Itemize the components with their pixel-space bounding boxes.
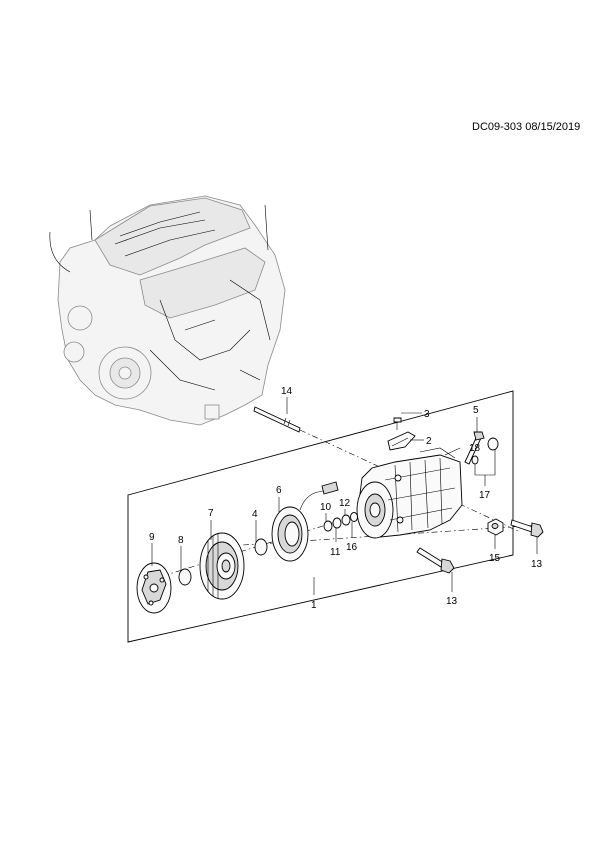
part-3-screw bbox=[393, 417, 402, 430]
callout-16: 16 bbox=[346, 542, 358, 553]
part-4-snap-ring bbox=[254, 538, 268, 556]
callout-4: 4 bbox=[252, 509, 258, 520]
part-18-o-rings bbox=[471, 437, 499, 465]
part-14-stud bbox=[253, 406, 301, 433]
callout-12: 12 bbox=[339, 498, 351, 509]
callout-15: 15 bbox=[489, 553, 501, 564]
leader-lines bbox=[151, 397, 538, 595]
callout-13b: 13 bbox=[446, 596, 458, 607]
callout-18: 18 bbox=[469, 443, 481, 454]
callout-7: 7 bbox=[208, 508, 214, 519]
parts-frame bbox=[127, 390, 514, 643]
part-13-bolt-right bbox=[510, 519, 544, 538]
part-13-bolt-lower bbox=[416, 547, 455, 574]
part-2-bracket bbox=[387, 431, 416, 451]
part-6-field-coil bbox=[271, 481, 339, 562]
callout-3: 3 bbox=[424, 409, 430, 420]
parts-10-11-12-16-seals bbox=[323, 512, 358, 532]
compressor-body bbox=[356, 447, 463, 539]
part-7-pulley bbox=[199, 532, 245, 600]
engine-assembly-illustration bbox=[49, 195, 286, 426]
callout-8: 8 bbox=[178, 535, 184, 546]
callout-2: 2 bbox=[426, 436, 432, 447]
part-9-clutch-plate bbox=[136, 562, 172, 614]
part-8-retaining-ring bbox=[178, 568, 192, 586]
callout-14: 14 bbox=[281, 386, 293, 397]
part-5-bolt bbox=[464, 431, 485, 465]
callout-13a: 13 bbox=[531, 559, 543, 570]
part-15-nut bbox=[487, 518, 504, 536]
callout-5: 5 bbox=[473, 405, 479, 416]
callout-6: 6 bbox=[276, 485, 282, 496]
diagram-reference-code: DC09-303 08/15/2019 bbox=[472, 121, 581, 133]
callout-11: 11 bbox=[330, 547, 341, 558]
callout-10: 10 bbox=[320, 502, 332, 513]
callout-17: 17 bbox=[479, 490, 491, 501]
callout-9: 9 bbox=[149, 532, 155, 543]
callout-1: 1 bbox=[311, 600, 317, 611]
callout-labels: 1 2 3 4 5 6 7 8 9 10 11 12 13 13 14 15 1… bbox=[149, 386, 543, 611]
